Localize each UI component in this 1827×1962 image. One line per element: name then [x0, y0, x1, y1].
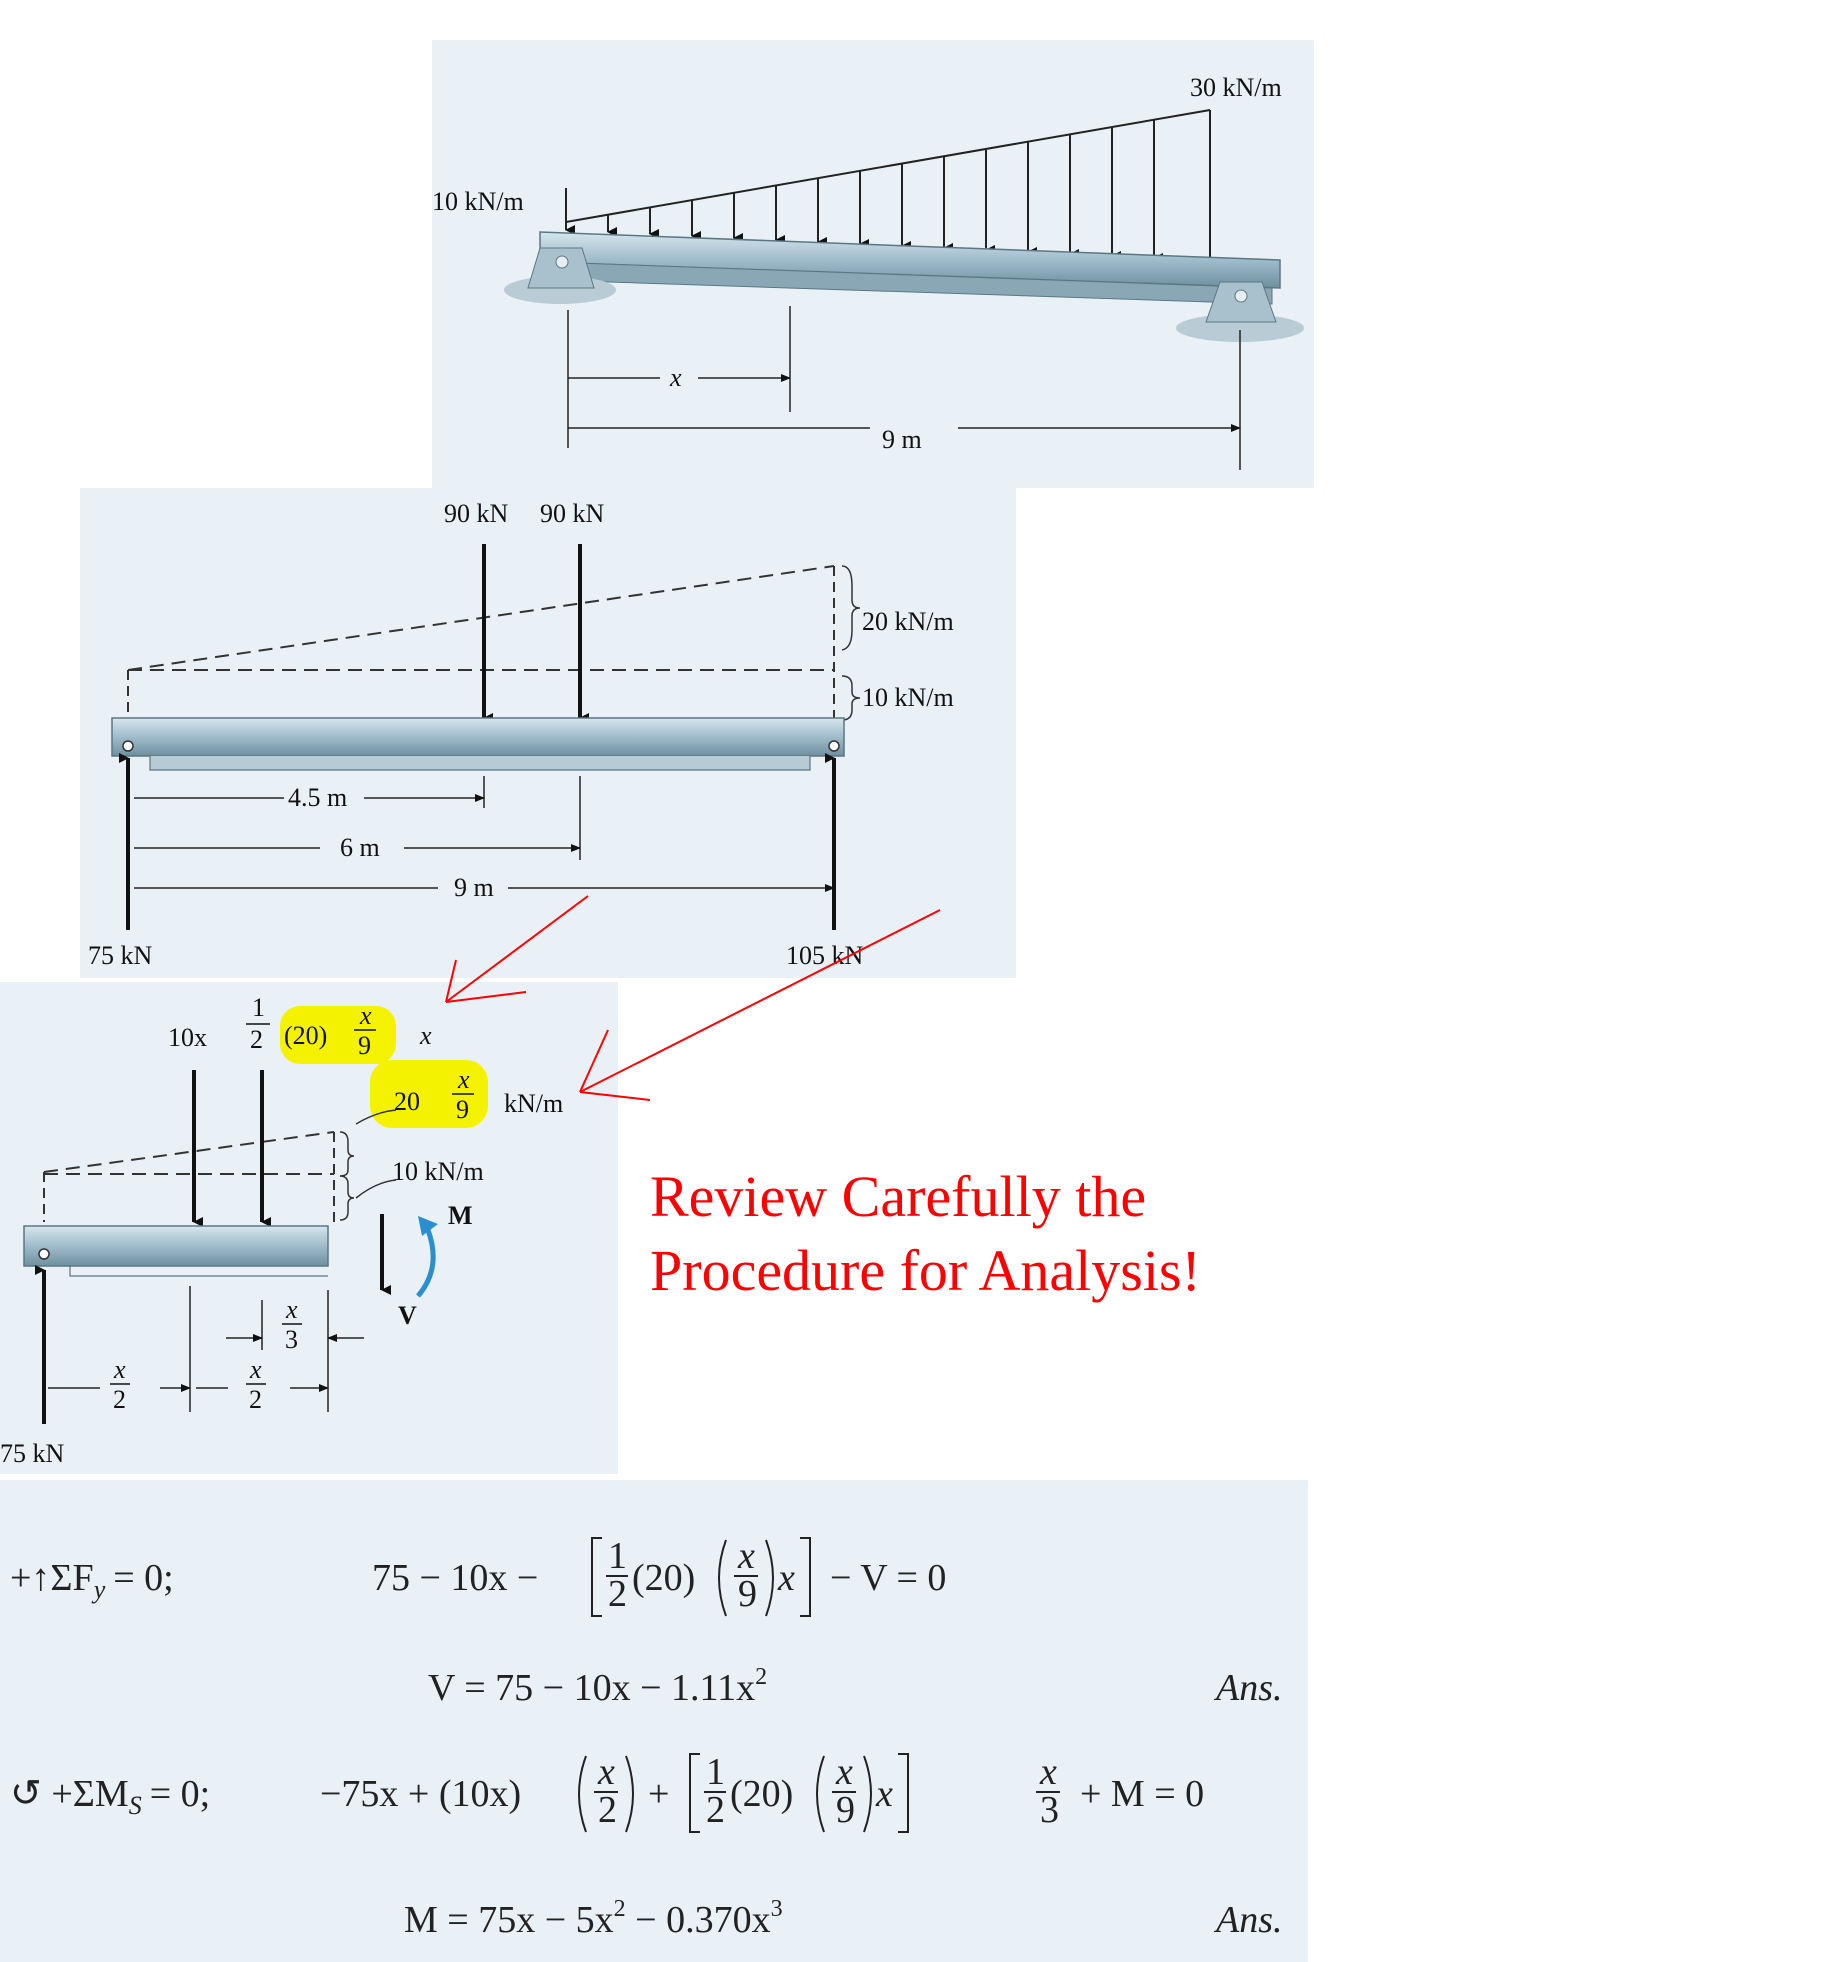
eq3-label: ↺ +ΣMS= 0;	[10, 1773, 210, 1820]
section-reaction-label: 75 kN	[0, 1439, 65, 1468]
dim-9-label: 9 m	[454, 873, 494, 902]
annotation-arrowhead-1	[445, 959, 527, 1003]
load-upper-label: 20 kN/m	[862, 607, 954, 636]
force-10x-label: 10x	[168, 1023, 207, 1052]
dim-x-label: x	[669, 363, 682, 392]
eq1-x: x	[737, 1535, 755, 1577]
tri-load-x: x	[457, 1065, 470, 1094]
force-b-label: 90 kN	[540, 499, 605, 528]
eq3-plus: +	[648, 1773, 669, 1815]
eq3-two1: 2	[598, 1789, 617, 1831]
dim-x2a-two: 2	[113, 1385, 126, 1414]
eq1-label: +↑ΣFy= 0;	[10, 1557, 174, 1604]
dim-x2b-x: x	[249, 1355, 262, 1384]
eq3-x2: x	[835, 1751, 853, 1793]
load-lower-label: 10 kN/m	[862, 683, 954, 712]
tri-force-twenty: (20)	[284, 1021, 327, 1050]
figure-2-free-body: 90 kN 90 kN 20 kN/m 10 kN/m 4.5 m 6 m 9 …	[88, 499, 954, 970]
eq2: V = 75 − 10x − 1.11x2	[428, 1664, 767, 1709]
force-a-label: 90 kN	[444, 499, 509, 528]
ans-2: Ans.	[1213, 1899, 1283, 1941]
load-top-line	[565, 109, 1211, 223]
eq1-twenty: (20)	[632, 1557, 695, 1599]
tri-force-two: 2	[250, 1025, 263, 1054]
eq3-twenty: (20)	[730, 1773, 793, 1815]
red-annotation-arrows	[445, 895, 941, 1101]
eq3-lead: −75x + (10x)	[320, 1773, 521, 1815]
eq1-two: 2	[608, 1573, 627, 1615]
dim-6-label: 6 m	[340, 833, 380, 862]
eq4: M = 75x − 5x2 − 0.370x3	[404, 1896, 783, 1941]
tri-force-tail: x	[419, 1021, 432, 1050]
equations-panel	[0, 1480, 1308, 1962]
eq1-nine: 9	[738, 1573, 757, 1615]
eq1-xtail: x	[777, 1557, 795, 1599]
rect-load-label: 10 kN/m	[392, 1157, 484, 1186]
reaction-left-label: 75 kN	[88, 941, 153, 970]
dim-x3-x: x	[285, 1295, 298, 1324]
eq1-lead: 75 − 10x −	[372, 1557, 538, 1599]
highlight-load	[370, 1060, 488, 1128]
tri-load-twenty: 20	[394, 1087, 420, 1116]
moment-arc	[416, 1229, 436, 1298]
eq3-nine: 9	[836, 1789, 855, 1831]
tri-load-nine: 9	[456, 1095, 469, 1124]
annotation-arrow-2	[579, 909, 941, 1093]
brace-lower	[841, 675, 861, 721]
eq3-tail: + M = 0	[1080, 1773, 1204, 1815]
load-right-label: 30 kN/m	[1190, 73, 1282, 102]
moment-label: M	[448, 1201, 473, 1230]
dim-x2b-two: 2	[249, 1385, 262, 1414]
load-left-label: 10 kN/m	[432, 187, 524, 216]
tri-force-x: x	[359, 1001, 372, 1030]
shear-label: V	[398, 1301, 417, 1330]
eq3-x1: x	[597, 1751, 615, 1793]
figure-1-beam: 10 kN/m 30 kN/m x 9 m	[432, 73, 1304, 470]
review-line-1: Review Carefully the	[650, 1164, 1147, 1229]
eq3-xtail: x	[875, 1773, 893, 1815]
dim-x3-three: 3	[285, 1325, 298, 1354]
annotation-arrowhead-2	[579, 1029, 651, 1101]
tri-force-one: 1	[252, 993, 265, 1022]
distributed-load-arrows	[565, 110, 1219, 267]
eq3-x3: x	[1039, 1751, 1057, 1793]
fbd-beam	[111, 717, 845, 757]
equations: +↑ΣFy= 0; 75 − 10x − 1 2 (20) x 9 x − V …	[10, 1535, 1283, 1941]
figure-3-section: 10x 1 2 (20) x 9 x 20 x 9 kN/m 10 kN/m M…	[0, 993, 563, 1468]
review-line-2: Procedure for Analysis!	[650, 1238, 1201, 1303]
eq1-one: 1	[608, 1535, 627, 1577]
section-beam	[23, 1225, 329, 1267]
dim-span-label: 9 m	[882, 425, 922, 454]
eq3-three: 3	[1040, 1789, 1059, 1831]
ans-1: Ans.	[1213, 1667, 1283, 1709]
brace-upper	[841, 565, 861, 651]
tri-load-unit: kN/m	[504, 1089, 563, 1118]
eq3-two2: 2	[706, 1789, 725, 1831]
annotation-arrow-1	[445, 895, 589, 1003]
tri-force-nine: 9	[358, 1031, 371, 1060]
highlight-force	[280, 1006, 396, 1064]
eq3-one: 1	[706, 1751, 725, 1793]
dim-x2a-x: x	[113, 1355, 126, 1384]
eq1-tail: − V = 0	[830, 1557, 946, 1599]
review-note: Review Carefully the Procedure for Analy…	[650, 1160, 1350, 1308]
dim-45-label: 4.5 m	[288, 783, 347, 812]
